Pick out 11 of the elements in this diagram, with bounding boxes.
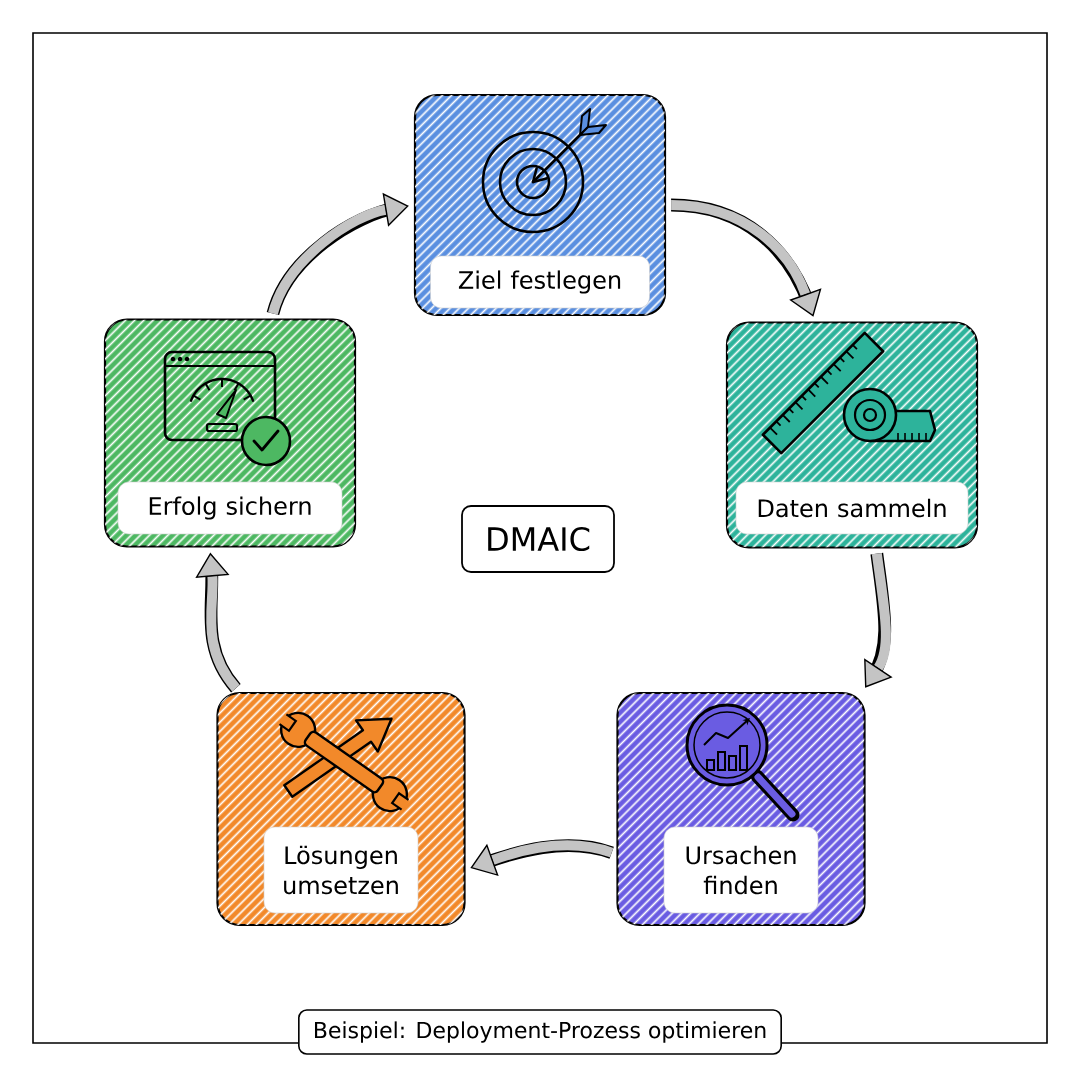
step-label: Ziel festlegen bbox=[430, 255, 650, 309]
curved-arrow bbox=[266, 192, 409, 316]
step-label: Ursachen finden bbox=[663, 826, 819, 914]
title-box: DMAIC bbox=[461, 505, 615, 573]
step-label: Daten sammeln bbox=[735, 481, 969, 535]
step-label: Lösungen umsetzen bbox=[263, 826, 419, 914]
curved-arrow bbox=[864, 552, 893, 688]
curved-arrow bbox=[470, 839, 614, 877]
step-label: Erfolg sichern bbox=[117, 481, 343, 535]
curved-arrow bbox=[670, 198, 822, 317]
caption-box: Beispiel: Deployment-Prozess optimieren bbox=[298, 1009, 782, 1055]
